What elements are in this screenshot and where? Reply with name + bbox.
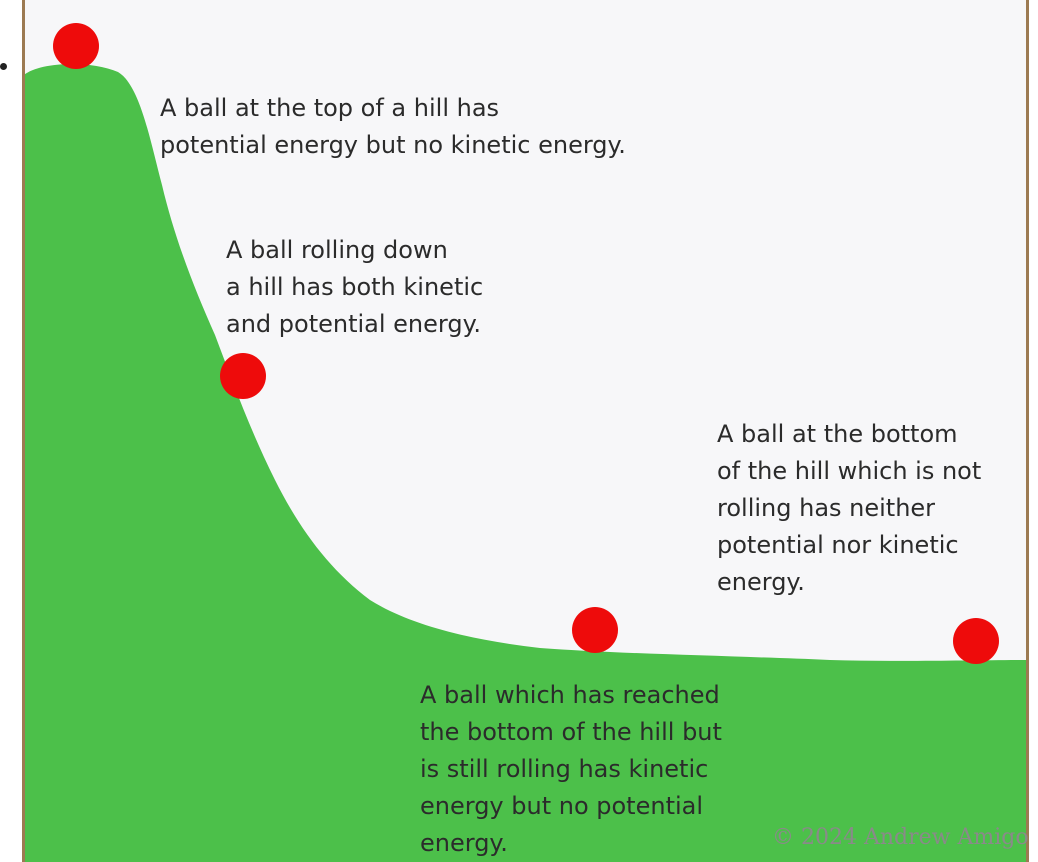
- bullet-dot: [0, 63, 7, 70]
- ball-rolling-down: [220, 353, 266, 399]
- ball-top: [53, 23, 99, 69]
- caption-bottom-still-rolling: A ball which has reached the bottom of t…: [420, 681, 722, 857]
- ball-bottom-rolling: [572, 607, 618, 653]
- hill-shape: [24, 64, 1028, 862]
- ball-bottom-still: [953, 618, 999, 664]
- caption-top-of-hill: A ball at the top of a hill has potentia…: [160, 94, 626, 159]
- frame-border-right: [1026, 0, 1029, 862]
- caption-rolling-down: A ball rolling down a hill has both kine…: [226, 236, 484, 338]
- copyright-watermark: © 2024 Andrew Amigo: [772, 825, 1029, 850]
- frame-border-left: [22, 0, 25, 862]
- caption-bottom-not-rolling: A ball at the bottom of the hill which i…: [717, 420, 982, 596]
